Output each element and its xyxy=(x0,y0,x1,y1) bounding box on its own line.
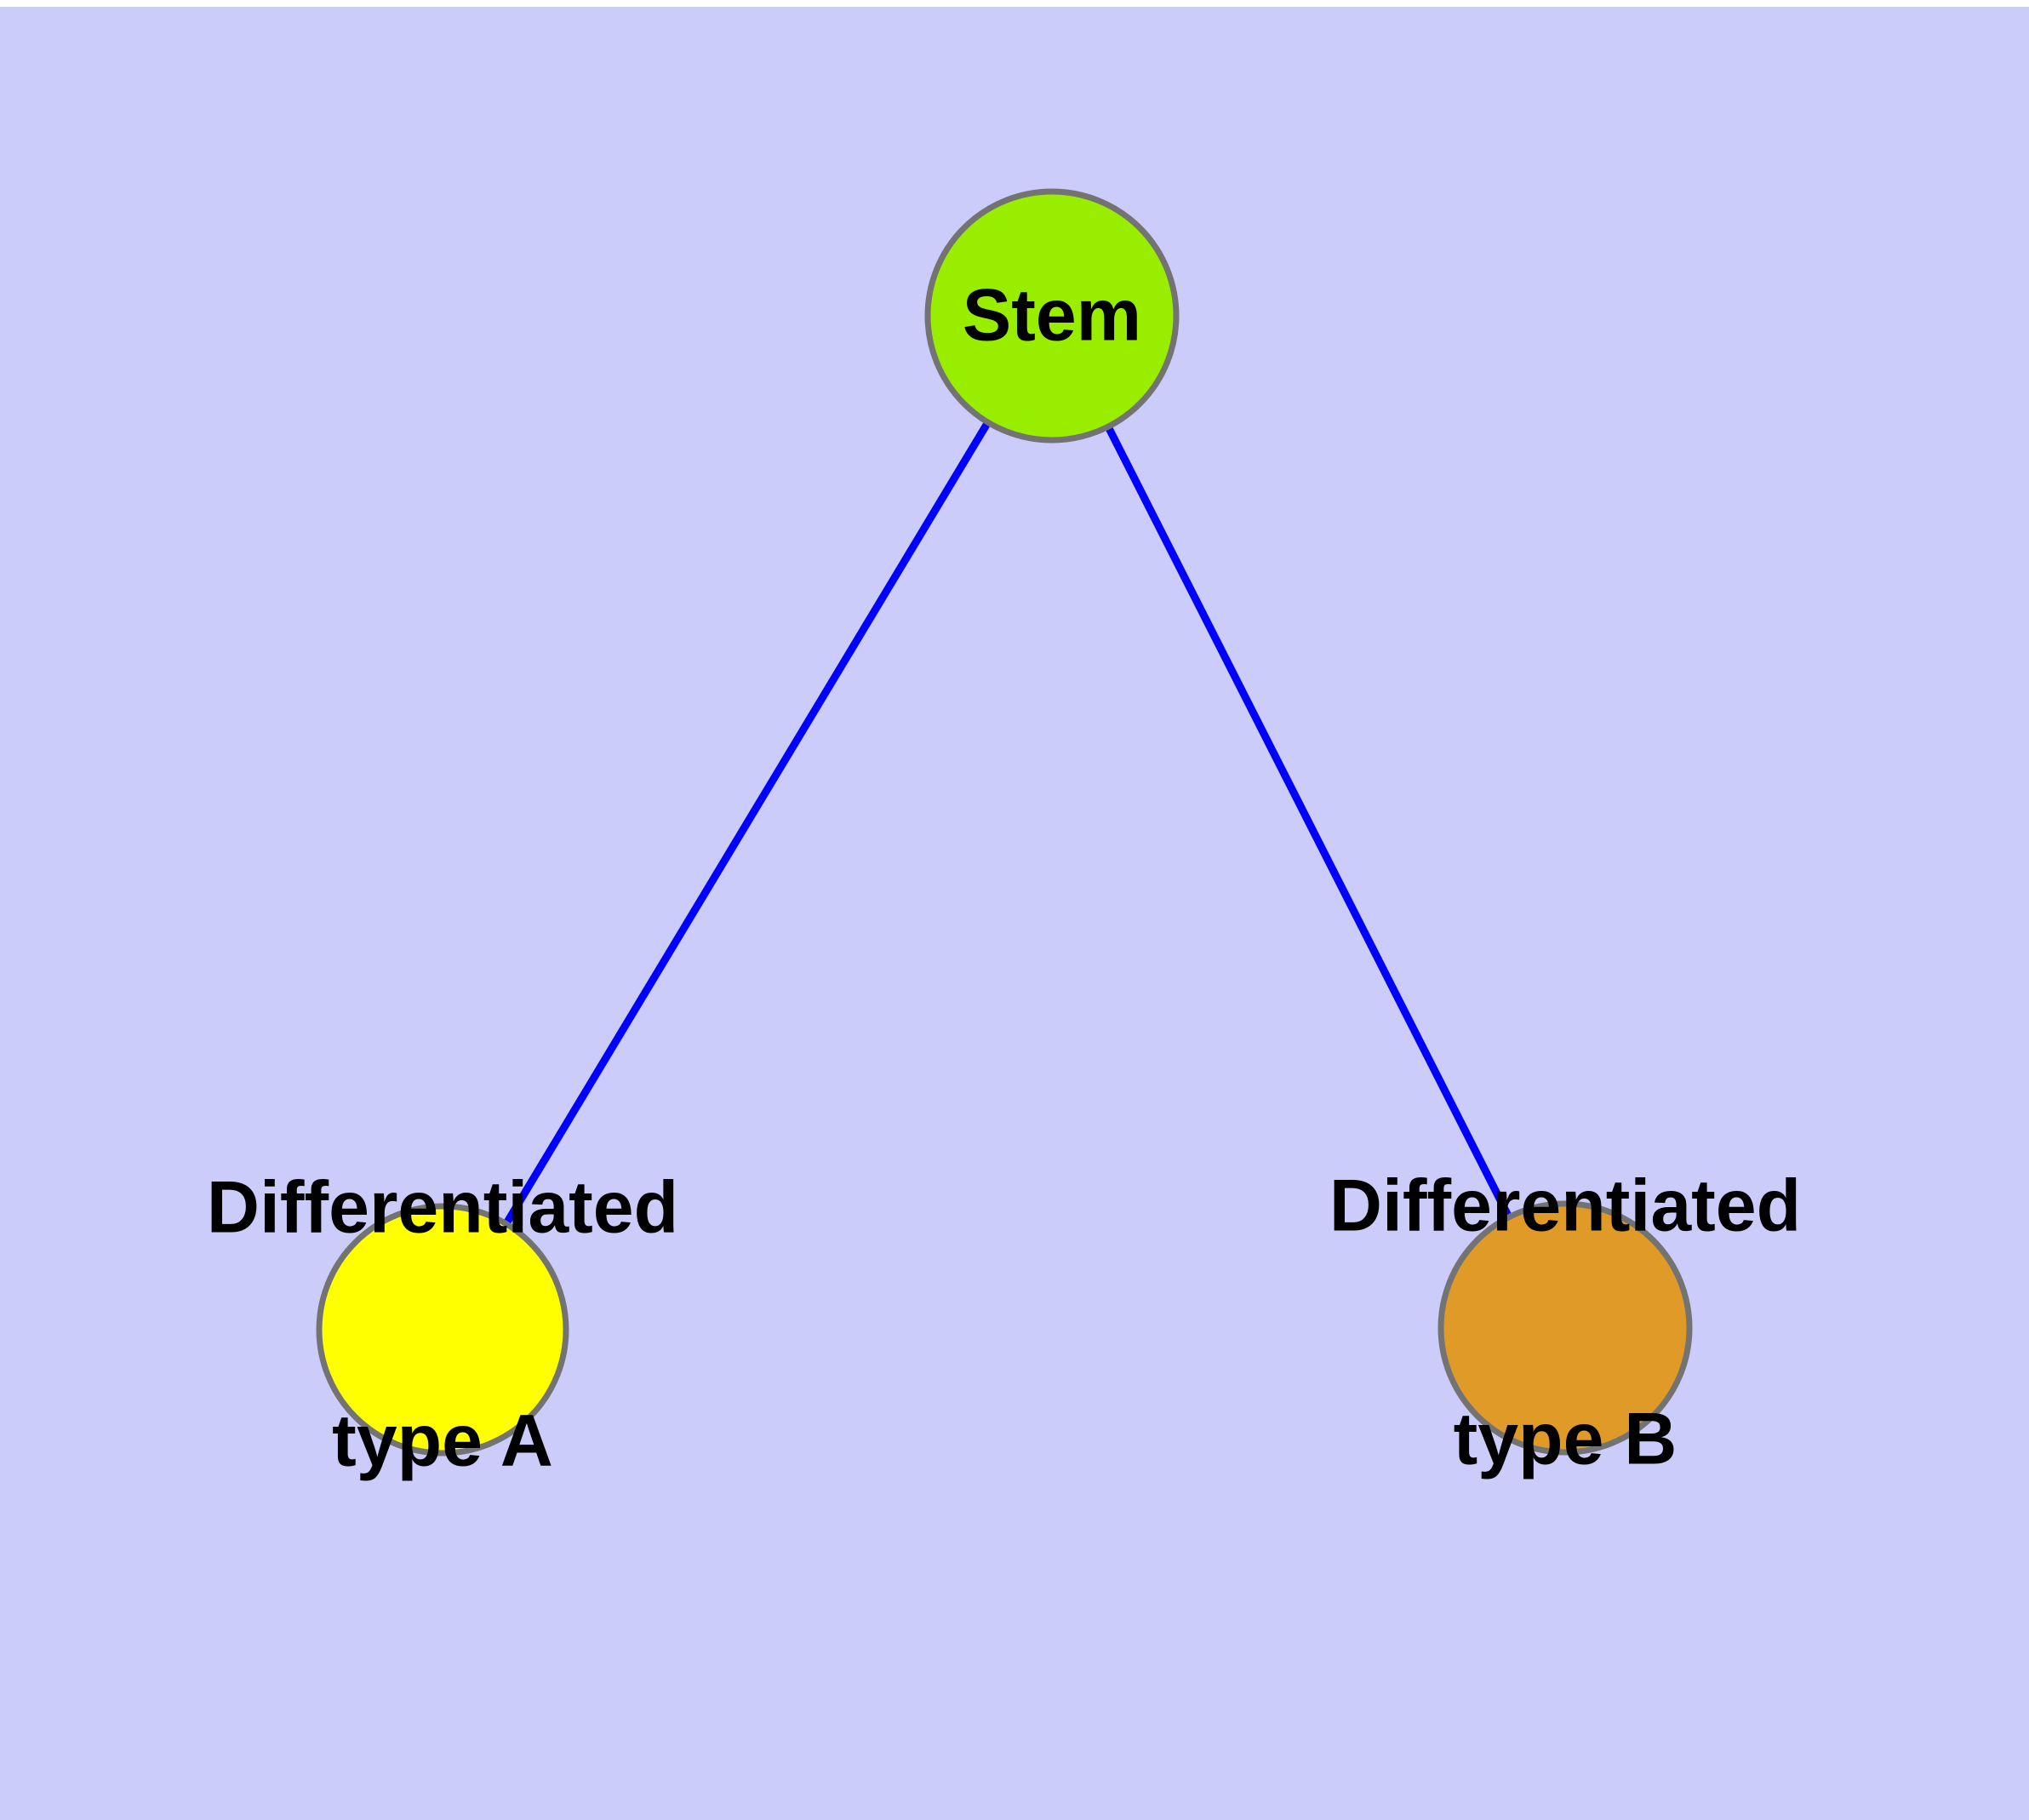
node-circle-stem[interactable] xyxy=(924,188,1180,444)
edge-layer xyxy=(497,410,1517,1236)
edge-stem-to-diff-b[interactable] xyxy=(1100,415,1517,1229)
edge-stem-to-diff-a[interactable] xyxy=(497,410,997,1236)
node-circle-diff-b[interactable] xyxy=(1437,1200,1693,1456)
node-layer xyxy=(316,188,1693,1457)
node-circle-diff-a[interactable] xyxy=(316,1203,569,1457)
